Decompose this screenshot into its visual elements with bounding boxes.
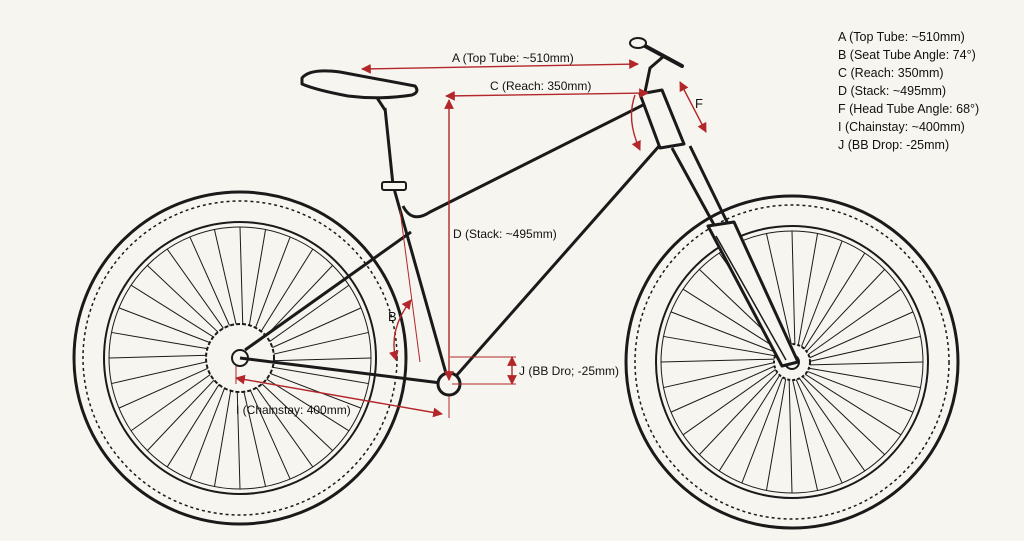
label-top-tube: A (Top Tube: ~510mm) — [452, 51, 574, 65]
spoke — [765, 233, 794, 354]
head-tube — [638, 88, 686, 150]
head-angle-arc — [630, 94, 641, 151]
label-reach: C (Reach: 350mm) — [490, 79, 591, 93]
spoke — [788, 370, 793, 494]
handlebar-stem — [629, 37, 684, 94]
label-stack: D (Stack: ~495mm) — [453, 227, 557, 241]
label-bb-drop: J (BB Dro; -25mm) — [519, 364, 619, 378]
spoke — [797, 368, 902, 436]
geometry-legend: A (Top Tube: ~510mm) B (Seat Tube Angle:… — [838, 28, 979, 154]
spoke — [718, 367, 786, 472]
seat-angle-arc — [388, 299, 412, 361]
spoke — [797, 240, 843, 356]
spoke — [682, 363, 784, 436]
saddle — [300, 69, 419, 111]
legend-item-top-tube: A (Top Tube: ~510mm) — [838, 30, 965, 44]
spoke — [798, 367, 914, 413]
spoke — [699, 365, 785, 455]
spoke — [800, 335, 921, 364]
spoke — [660, 358, 784, 363]
label-seat-angle: B — [388, 309, 397, 324]
chainstay-dimension — [235, 374, 443, 418]
spoke — [795, 369, 885, 455]
spoke — [790, 370, 819, 491]
legend-item-reach: C (Reach: 350mm) — [838, 66, 944, 80]
frame — [239, 88, 686, 397]
seat-clamp — [381, 181, 407, 191]
spoke — [741, 368, 787, 484]
seat-tube-axis — [399, 209, 421, 363]
spoke — [793, 370, 866, 472]
spoke — [791, 370, 843, 484]
spoke — [663, 360, 784, 389]
spoke — [799, 366, 921, 389]
spoke — [798, 252, 866, 357]
label-head-tube: F — [695, 96, 703, 111]
down-tube — [447, 144, 662, 385]
legend-item-seat-tube-angle: B (Seat Tube Angle: 74°) — [838, 48, 976, 62]
head-tube-dimension — [679, 81, 707, 133]
spoke — [800, 311, 914, 363]
spoke — [796, 233, 819, 355]
legend-item-head-tube-angle: F (Head Tube Angle: 68°) — [838, 102, 980, 116]
legend-item-chainstay: I (Chainstay: ~400mm) — [838, 120, 965, 134]
spoke — [791, 230, 796, 354]
legend-item-bb-drop: J (BB Drop: -25mm) — [838, 138, 950, 152]
top-tube — [401, 102, 646, 219]
reach-dimension — [445, 88, 649, 101]
label-chainstay: I (Chainstay: 400mm) — [236, 403, 351, 417]
spoke — [670, 361, 784, 413]
legend-item-stack: D (Stack: ~495mm) — [838, 84, 947, 98]
suspension-fork — [670, 145, 800, 368]
seatstay-tube — [244, 230, 412, 352]
spoke — [799, 269, 885, 359]
spoke — [800, 361, 924, 366]
top-tube-dimension — [361, 59, 639, 74]
spoke — [670, 311, 786, 357]
spoke — [663, 335, 785, 358]
spoke — [800, 288, 902, 361]
dimension-lines — [235, 59, 707, 418]
spoke — [765, 369, 788, 491]
